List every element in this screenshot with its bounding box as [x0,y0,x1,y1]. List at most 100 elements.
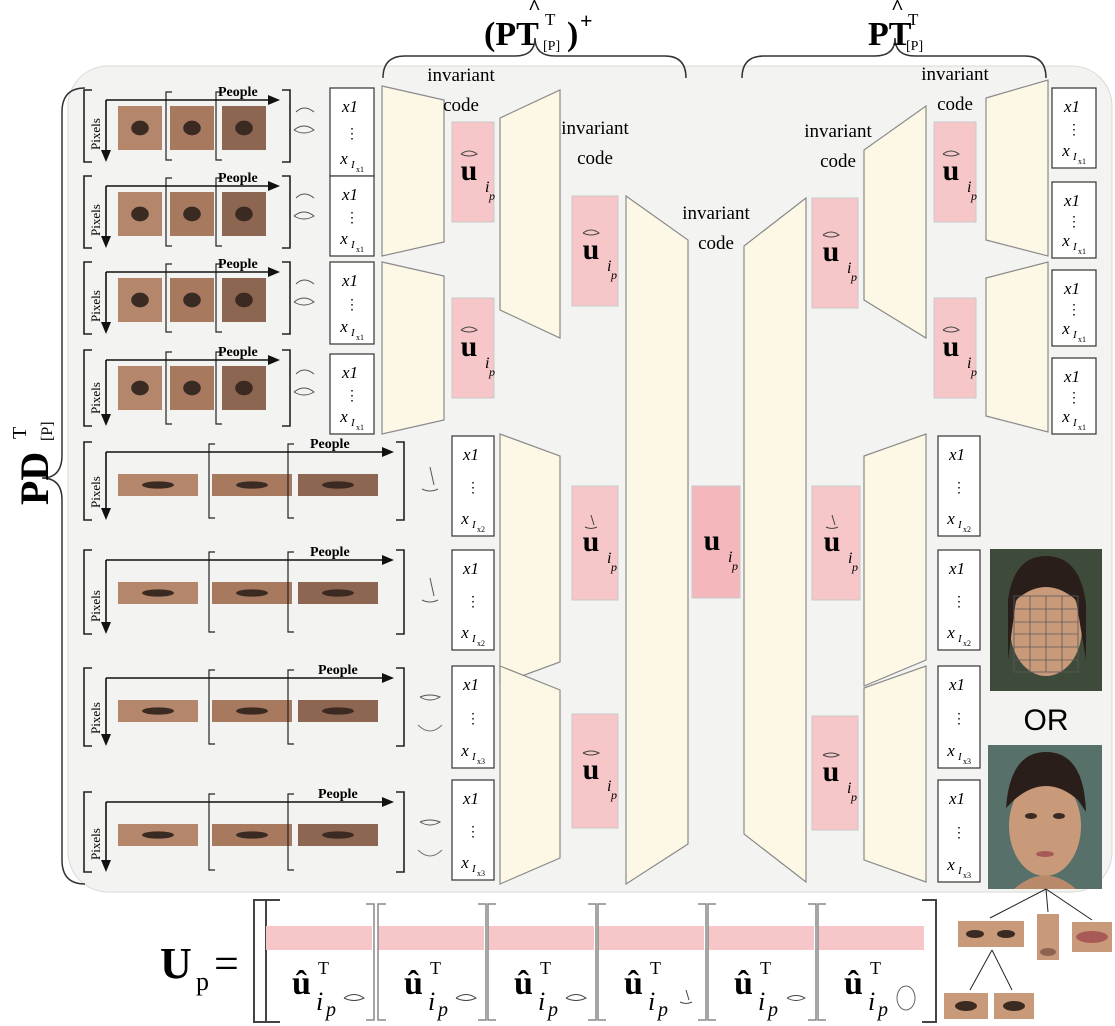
face-feature-mark [142,707,174,715]
u-hat-symbol: û [404,965,423,1002]
mode-separator [287,793,294,871]
coder-trapezoid [625,194,689,886]
u-subscript-p: p [970,365,977,379]
arrow-head [268,95,280,105]
x-last-subscript: I [471,751,477,763]
x-first-entry: x1 [948,559,965,578]
u-hat-symbol: û [292,965,311,1002]
x-dots: ⋮ [1067,215,1081,230]
people-axis-label: People [318,663,358,678]
x-last-subscript: I [471,519,477,531]
eye-glyph-icon [582,229,600,236]
u-hat-subscript: i [758,987,765,1016]
part-right-eye-image [994,993,1034,1019]
x-last-entry: x [1061,319,1070,338]
u-subscript-p: p [610,560,617,574]
u-hat-subscript-p: p [546,999,558,1021]
u-subscript-p: p [610,268,617,282]
x-last-subscript-index: x1 [1078,423,1086,432]
u-hat-band [378,926,484,950]
svg-text:=: = [214,939,239,988]
face-feature-mark [131,292,149,308]
x-last-entry: x [1061,141,1070,160]
x-last-subscript-index: x3 [477,869,485,878]
column-separator [808,903,817,1021]
people-axis-label: People [310,545,350,560]
arrow-head [101,150,111,162]
eyebrow-sketch [295,279,315,285]
face-feature-mark [322,831,354,839]
u-hat-subscript: i [868,987,875,1016]
u-hat-symbol: û [624,965,643,1002]
u-symbol: u [461,330,478,363]
part-left-eye-image [944,993,988,1019]
x-last-subscript-index: x1 [1078,157,1086,166]
eye-sketch [293,125,315,134]
x-last-entry: x [946,623,955,642]
svg-text:[P]: [P] [543,39,560,54]
x-last-subscript: I [350,327,356,339]
x-last-subscript: I [350,239,356,251]
mouth-sketch [419,694,442,701]
svg-text:PD: PD [12,452,57,505]
u-subscript: i [967,355,971,372]
x-last-subscript: I [1072,151,1078,163]
u-hat-symbol: û [514,965,533,1002]
people-axis-label: People [218,171,258,186]
u-subscript: i [607,550,611,567]
mode-separator [287,443,294,519]
arrow-head [382,797,394,807]
eye-glyph-icon [460,326,478,333]
face-feature-mark [235,206,253,222]
column-separator [817,903,826,1021]
u-subscript: i [847,260,851,277]
eyebrow-sketch [295,369,315,375]
arrow-head [101,414,111,426]
u-hat-symbol: û [844,965,863,1002]
face-feature-mark [236,589,268,597]
column-separator [366,903,375,1021]
x-last-entry: x [1061,407,1070,426]
x-last-entry: x [339,229,348,248]
x-dots: ⋮ [1067,391,1081,406]
x-dots: ⋮ [345,389,359,404]
u-hat-band [818,926,924,950]
face-feature-mark [236,707,268,715]
code-label: code [820,151,856,172]
x-last-subscript: I [471,863,477,875]
people-axis-label: People [218,257,258,272]
column-separator [698,903,707,1021]
arrow-head [382,555,394,565]
x-last-entry: x [946,509,955,528]
face-feature-mark [183,292,201,308]
part-nose-image [1037,914,1059,960]
coder-trapezoid [985,261,1049,433]
u-subscript-p: p [488,189,495,203]
eye-glyph-icon [460,150,478,157]
left-brace [41,87,86,885]
x-last-entry: x [460,623,469,642]
face-feature-mark [236,831,268,839]
x-last-entry: x [339,149,348,168]
x-last-subscript: I [471,633,477,645]
x-dots: ⋮ [952,712,966,727]
arrow-head [268,181,280,191]
pixels-axis-label: Pixels [88,590,103,622]
x-last-subscript-index: x3 [963,871,971,880]
title-left: (PT ^ T [P] ) + [484,0,593,54]
face-feature-mark [322,481,354,489]
bottom-equation: U p = [160,899,937,1023]
nose-glyph-icon [679,989,693,1004]
svg-text:PT: PT [868,16,912,53]
face-feature-mark [142,589,174,597]
u-hat-subscript-p: p [436,999,448,1021]
u-hat-superscript: T [430,958,441,978]
x-dots: ⋮ [952,481,966,496]
